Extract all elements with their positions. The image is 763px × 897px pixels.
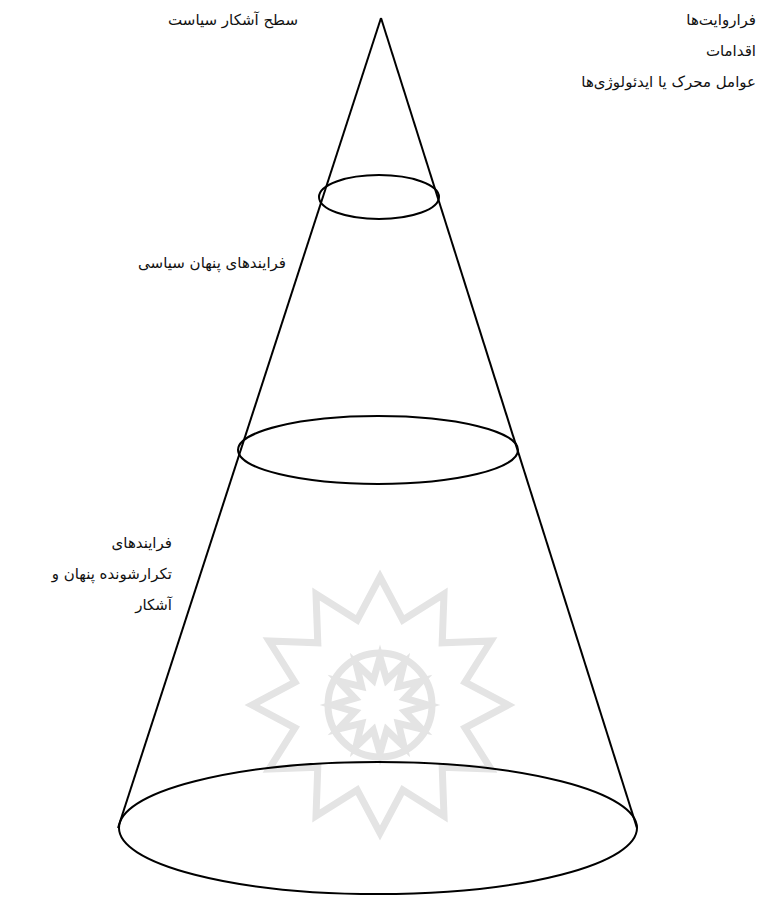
level-title: فرایندهای پنهان سیاسی [138,248,286,279]
level-ellipse [238,416,518,484]
level-item: فراروایت‌ها [686,5,756,36]
level-item: عوامل محرک یا ایدئولوژی‌ها [581,67,756,98]
level-item: اقدامات [706,36,756,67]
rosette-inner-star [332,657,428,753]
rosette-ring [328,653,432,757]
cone-side [381,18,637,828]
rosette-star [252,577,508,833]
level-title: فرایندهای تکرارشونده پنهان و آشکار [47,528,172,621]
level-title: سطح آشکار سیاست [168,5,298,36]
rosette-watermark [252,577,508,833]
cone-side [118,18,381,828]
level-ellipse [319,175,439,219]
level-ellipse [119,762,637,894]
